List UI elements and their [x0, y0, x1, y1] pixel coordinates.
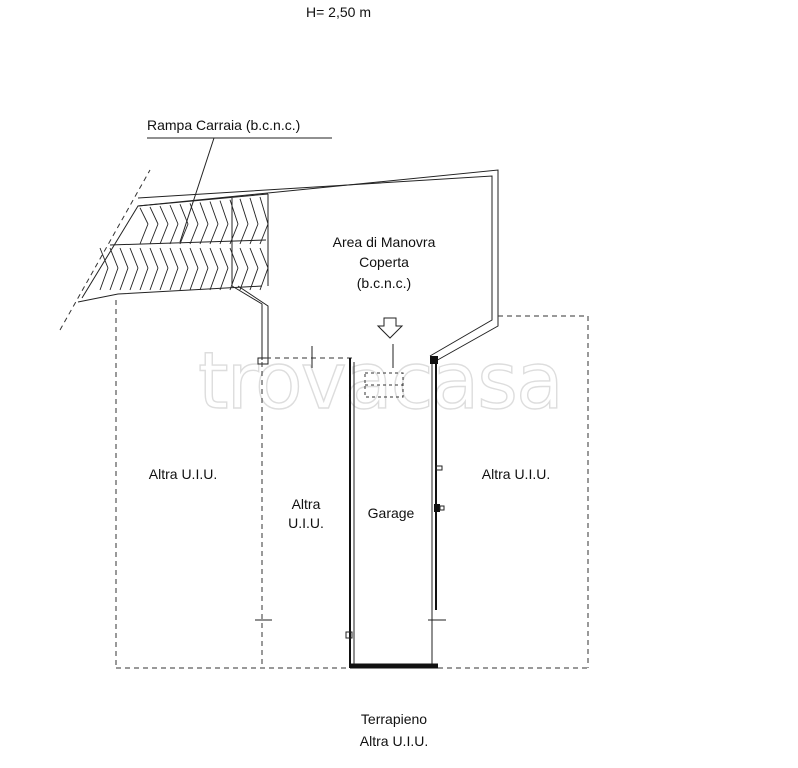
ramp-hatch-line	[199, 223, 209, 245]
ramp-hatch-line	[159, 205, 169, 225]
maneuver-area-outline	[137, 169, 499, 365]
ramp-hatch-line	[129, 247, 139, 269]
maneuver-area-label-line2: Coperta	[359, 254, 409, 270]
ramp-hatch-line	[209, 247, 219, 269]
maneuver-area-label-line1: Area di Manovra	[333, 234, 436, 250]
ramp-hatch-line	[229, 247, 239, 269]
ramp-hatch-line	[159, 267, 169, 291]
ramp-outline	[59, 169, 269, 331]
ramp-hatching	[99, 196, 269, 291]
ramp-hatch-line	[179, 204, 189, 225]
entrance-arrow	[376, 317, 404, 368]
ramp-hatch-line	[259, 196, 269, 225]
ramp-hatch-line	[169, 204, 179, 225]
other-unit-left-label: Altra U.I.U.	[149, 466, 217, 482]
ramp-hatch-line	[109, 267, 119, 291]
ramp-hatch-line	[189, 223, 199, 245]
ramp-hatch-line	[169, 247, 179, 269]
ramp-hatch-line	[189, 247, 199, 269]
ramp-hatch-line	[119, 267, 129, 291]
ramp-hatch-line	[219, 200, 229, 225]
ramp-hatch-line	[199, 247, 209, 269]
ramp-hatch-line	[259, 267, 269, 291]
ramp-hatch-line	[139, 247, 149, 269]
ramp-hatch-line	[149, 223, 159, 245]
ramp-hatch-line	[219, 223, 229, 245]
other-unit-right-label: Altra U.I.U.	[482, 466, 550, 482]
ramp-hatch-line	[229, 223, 239, 245]
ramp-hatch-line	[249, 197, 259, 225]
ramp-hatch-line	[249, 247, 259, 269]
ramp-hatch-line	[229, 199, 239, 225]
ramp-hatch-line	[209, 201, 219, 225]
unit-boundaries	[115, 300, 589, 669]
other-unit-middle-label-line1: Altra	[292, 496, 321, 512]
ramp-hatch-line	[139, 267, 149, 291]
ramp-hatch-line	[179, 247, 189, 269]
ramp-hatch-line	[239, 223, 249, 245]
ramp-hatch-line	[259, 247, 269, 269]
ramp-hatch-line	[179, 223, 189, 245]
ramp-hatch-line	[169, 223, 179, 245]
ramp-hatch-line	[199, 267, 209, 291]
ramp-leader-line	[179, 137, 215, 243]
ramp-hatch-line	[219, 247, 229, 269]
ramp-hatch-line	[119, 247, 129, 269]
ramp-hatch-line	[239, 267, 249, 291]
ramp-label: Rampa Carraia (b.c.n.c.)	[147, 117, 300, 133]
garage-walls	[345, 356, 446, 669]
ramp-hatch-line	[159, 247, 169, 269]
ramp-hatch-line	[199, 202, 209, 225]
ramp-hatch-line	[99, 247, 109, 269]
ramp-hatch-line	[239, 247, 249, 269]
watermark: trovacasa	[198, 337, 562, 427]
ramp-hatch-line	[249, 267, 259, 291]
ramp-hatch-line	[239, 198, 249, 225]
ramp-hatch-line	[129, 267, 139, 291]
height-label: H= 2,50 m	[306, 4, 371, 20]
ramp-hatch-line	[139, 223, 149, 245]
ramp-hatch-line	[159, 223, 169, 245]
ramp-hatch-line	[229, 267, 239, 291]
other-unit-middle-label-line2: U.I.U.	[288, 515, 324, 531]
bottom-label-line2: Altra U.I.U.	[360, 733, 428, 749]
ramp-hatch-line	[149, 247, 159, 269]
ramp-hatch-line	[259, 223, 269, 245]
ramp-hatch-line	[189, 203, 199, 225]
ramp-hatch-line	[169, 267, 179, 291]
ramp-hatch-line	[249, 223, 259, 245]
maneuver-area-label-line3: (b.c.n.c.)	[357, 275, 411, 291]
ramp-hatch-line	[209, 223, 219, 245]
garage-label: Garage	[368, 505, 415, 521]
ramp-hatch-line	[149, 206, 159, 225]
ramp-hatch-line	[99, 267, 109, 291]
ramp-hatch-line	[209, 267, 219, 291]
bottom-label-line1: Terrapieno	[361, 711, 427, 727]
ramp-hatch-line	[219, 267, 229, 291]
ramp-hatch-line	[179, 267, 189, 291]
ramp-hatch-line	[189, 267, 199, 291]
ramp-hatch-line	[139, 207, 149, 225]
ramp-hatch-line	[149, 267, 159, 291]
ramp-hatch-line	[109, 247, 119, 269]
